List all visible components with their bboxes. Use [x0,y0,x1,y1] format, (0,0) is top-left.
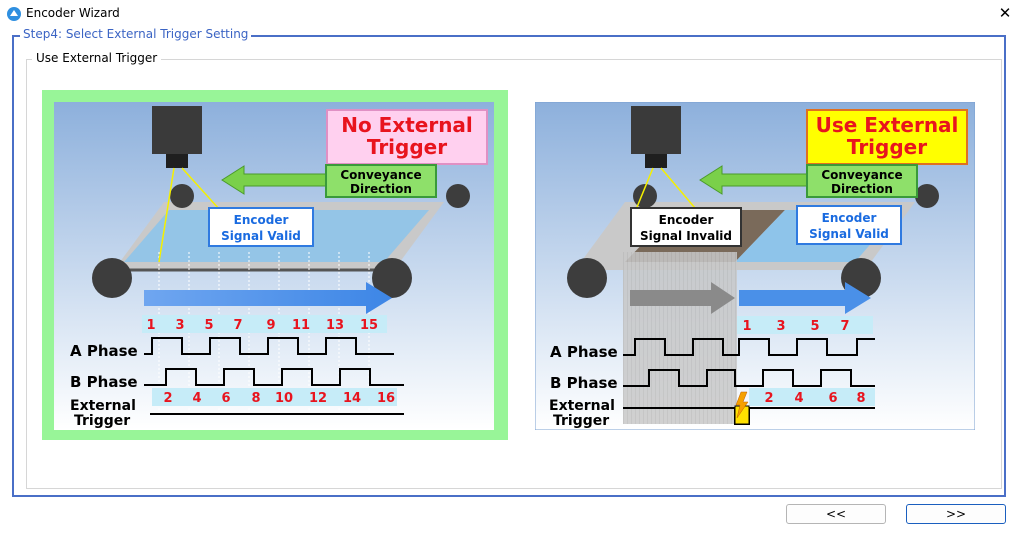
signal-valid-line1: Encoder [234,213,289,227]
close-icon: ✕ [998,4,1012,22]
close-button[interactable]: ✕ [996,4,1014,22]
heading-line1: Use External [816,113,959,137]
use-trigger-diagram: Use External Trigger Conveyance Directio… [534,101,976,431]
signal-invalid-line2: Signal Invalid [640,229,732,243]
b-count: 2 [163,391,172,406]
lightning-icon [735,391,749,419]
conveyance-line1: Conveyance [340,168,421,182]
b-phase-label: B Phase [70,373,138,391]
a-phase-label: A Phase [70,342,138,360]
a-phase-waveform [623,338,875,356]
trigger-label-line2: Trigger [553,413,609,429]
invalid-motion-arrow [630,282,735,314]
title-bar: Encoder Wizard ✕ [0,0,1020,28]
no-trigger-diagram: No External Trigger Conveyance Direction… [54,102,494,430]
b-phase-waveform [623,369,875,387]
a-count: 5 [204,318,213,333]
next-button[interactable]: >> [906,504,1006,524]
a-count: 7 [233,318,242,333]
back-button[interactable]: << [786,504,886,524]
b-phase-waveform [144,368,404,386]
conveyance-line2: Direction [831,182,893,196]
a-count: 13 [326,318,344,333]
a-count: 1 [742,319,751,334]
a-count: 5 [810,319,819,334]
step-title: Step4: Select External Trigger Setting [20,27,252,41]
a-count: 1 [146,318,155,333]
camera-icon [631,106,681,154]
app-icon [7,7,21,21]
group-title: Use External Trigger [32,51,162,65]
trigger-label-line1: External [549,398,615,414]
window-title: Encoder Wizard [26,6,120,20]
step-frame [12,35,1006,497]
heading-line2: Trigger [847,135,927,159]
b-count: 6 [828,391,837,406]
b-count: 4 [192,391,201,406]
heading-line2: Trigger [367,135,447,159]
b-count: 2 [764,391,773,406]
conveyance-line2: Direction [350,182,412,196]
motion-arrow [144,282,392,314]
a-count: 11 [292,318,310,333]
a-phase-label: A Phase [550,343,618,361]
b-count: 12 [309,391,327,406]
trigger-label-line2: Trigger [74,413,130,429]
b-count: 10 [275,391,293,406]
a-count: 3 [776,319,785,334]
a-count: 7 [840,319,849,334]
camera-icon [152,106,202,154]
option-no-external-trigger[interactable]: No External Trigger Conveyance Direction… [42,90,508,440]
b-count: 6 [221,391,230,406]
b-phase-label: B Phase [550,374,618,392]
signal-invalid-line1: Encoder [659,213,714,227]
option-use-external-trigger[interactable]: Use External Trigger Conveyance Directio… [534,101,976,431]
b-count: 8 [251,391,260,406]
conveyance-line1: Conveyance [821,168,902,182]
group-frame [26,59,1002,489]
a-count: 15 [360,318,378,333]
a-count: 9 [266,318,275,333]
a-count: 3 [175,318,184,333]
signal-valid-line2: Signal Valid [809,227,889,241]
motion-arrow [739,282,871,314]
heading-line1: No External [341,113,473,137]
signal-valid-line1: Encoder [822,211,877,225]
b-count: 8 [856,391,865,406]
b-count: 14 [343,391,361,406]
b-count: 4 [794,391,803,406]
trigger-label-line1: External [70,398,136,414]
a-phase-waveform [144,337,394,355]
signal-valid-line2: Signal Valid [221,229,301,243]
b-count: 16 [377,391,395,406]
